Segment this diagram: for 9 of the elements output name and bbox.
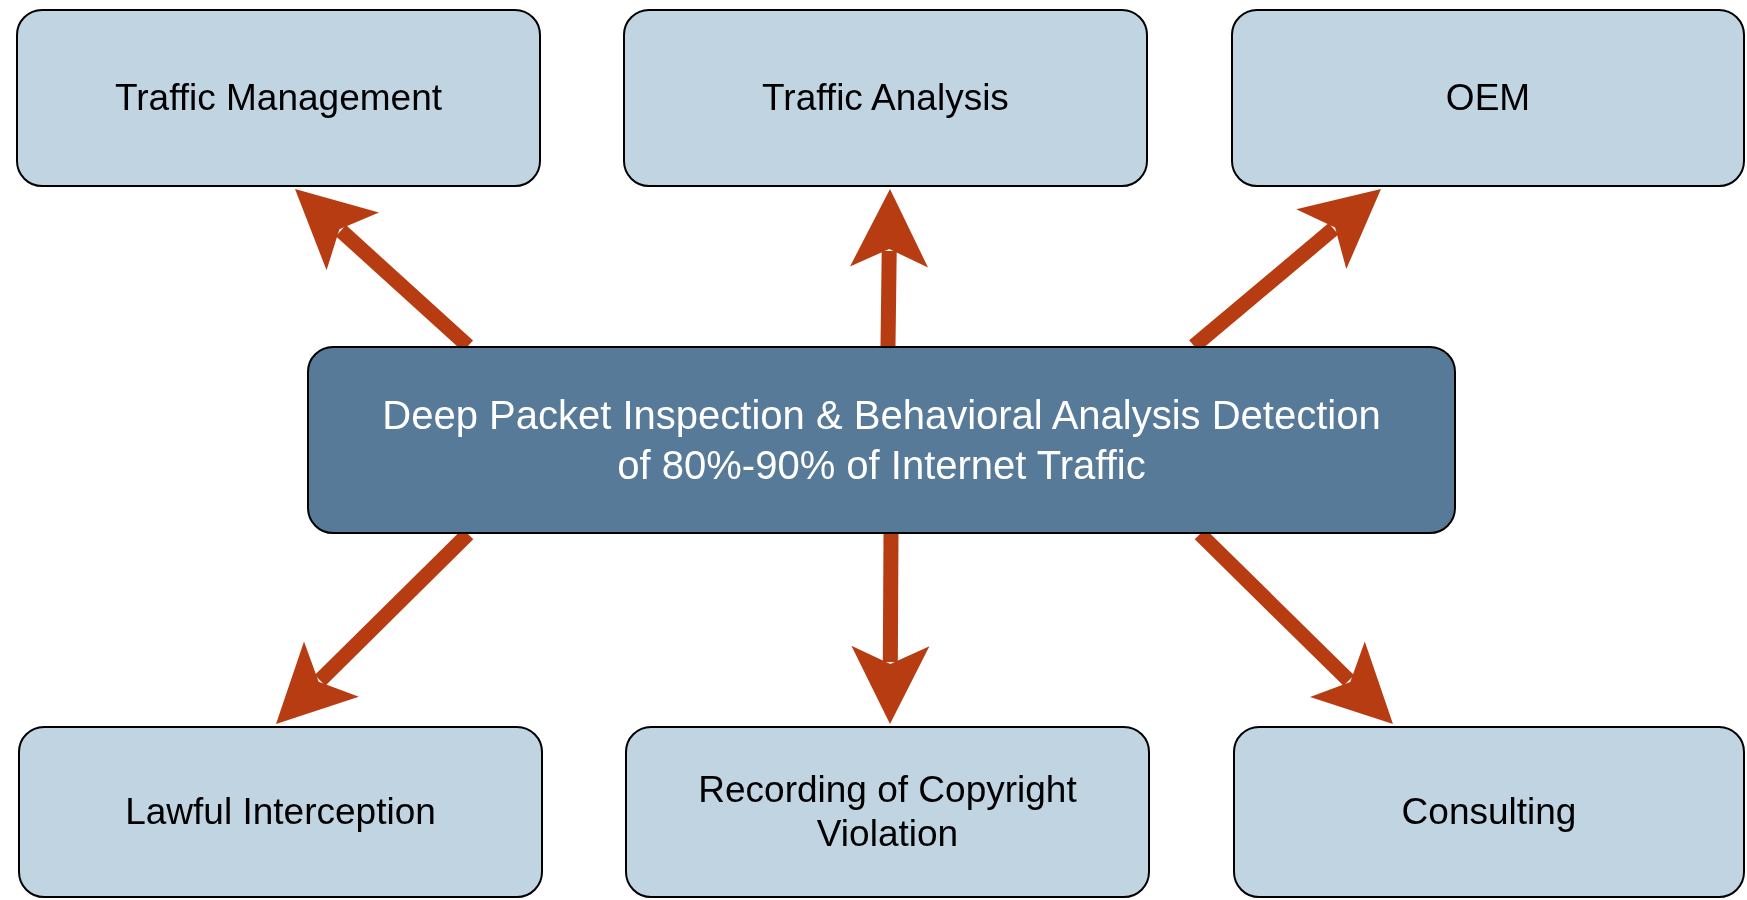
- central-process-box: Deep Packet Inspection & Behavioral Analysis Detection of 80%-90% of Internet Traffic: [307, 346, 1456, 534]
- process-box: Traffic Analysis: [623, 9, 1148, 187]
- process-box: Consulting: [1233, 726, 1745, 898]
- arrow: [850, 189, 928, 347]
- process-box: Lawful Interception: [18, 726, 543, 898]
- process-box: OEM: [1231, 9, 1745, 187]
- arrow: [851, 533, 930, 724]
- process-box: Traffic Management: [16, 9, 541, 187]
- process-box: Recording of Copyright Violation: [625, 726, 1150, 898]
